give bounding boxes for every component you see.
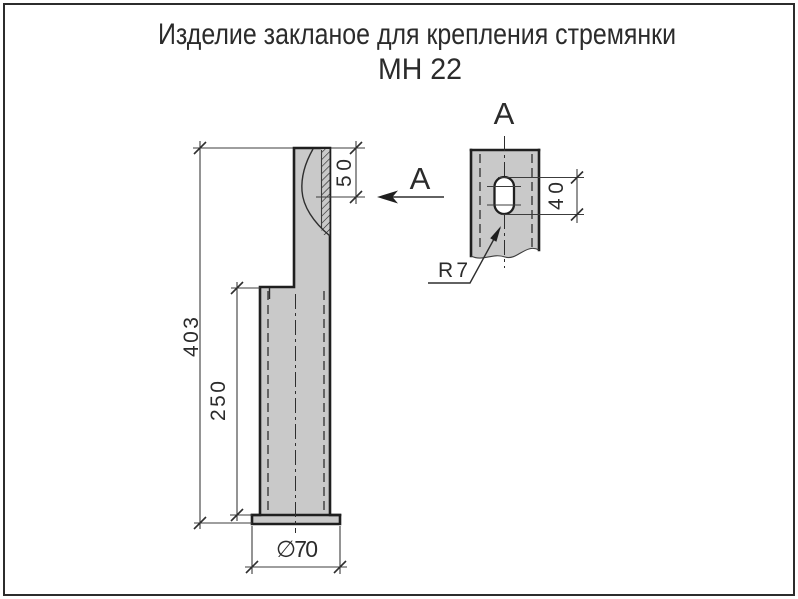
drawing-frame <box>3 3 795 596</box>
front-view: 403 250 50 ∅70 <box>180 141 444 574</box>
section-view-label: А <box>494 96 515 131</box>
dim-40-label: 40 <box>545 182 568 210</box>
section-hatch <box>321 149 330 235</box>
view-direction-arrow: А <box>377 161 444 204</box>
view-arrow-icon <box>377 190 398 204</box>
leader-arrow-icon <box>490 226 501 242</box>
view-arrow-label: А <box>410 161 431 196</box>
title-block: Изделие закланое для крепления стремянки… <box>158 18 676 86</box>
break-line-wavy <box>470 247 540 259</box>
drawing-number: МН 22 <box>378 53 462 86</box>
part-body <box>250 146 342 526</box>
slot-hole <box>493 175 516 216</box>
dimension-dia70: ∅70 <box>245 526 347 574</box>
radius-callout: R7 <box>428 226 501 284</box>
drawing-title: Изделие закланое для крепления стремянки <box>158 18 676 51</box>
radius-label: R7 <box>438 259 468 282</box>
dim-dia70-label: ∅70 <box>276 536 318 562</box>
section-view-a: А 40 R7 <box>428 96 584 284</box>
dim-50-label: 50 <box>333 159 356 187</box>
break-line-curve <box>301 148 331 237</box>
dimension-403: 403 <box>180 141 252 530</box>
dim-250-label: 250 <box>207 381 230 421</box>
dim-403-label: 403 <box>180 317 203 357</box>
dimension-250: 250 <box>207 281 260 522</box>
